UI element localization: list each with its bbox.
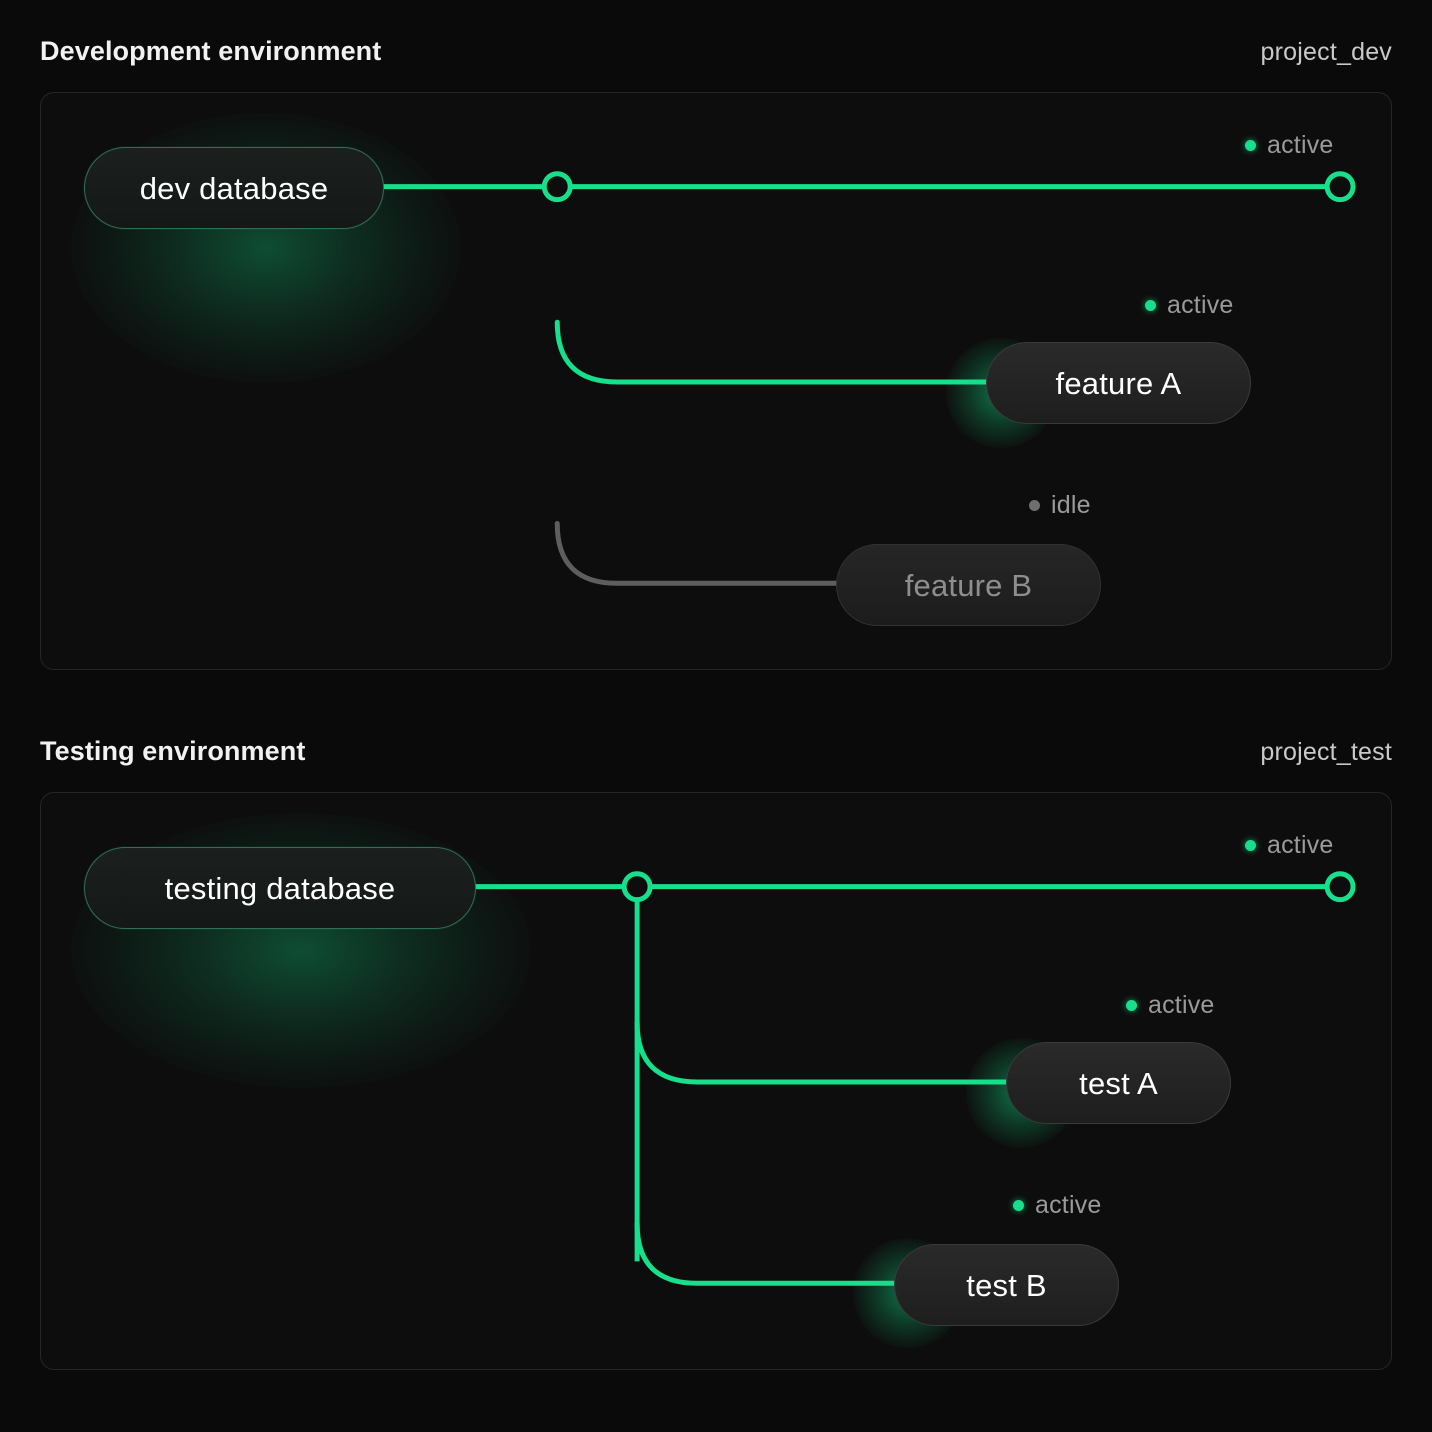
section-title-development: Development environment [40,36,382,66]
node-label: test A [1079,1065,1158,1101]
section-testing: Testing environment project_test [40,736,1392,1370]
edge-trunk-to-test-b [634,1221,898,1286]
node-test-a[interactable]: test A [1006,1042,1231,1124]
section-development: Development environment project_dev [40,36,1392,670]
status-label: active [1148,991,1215,1019]
junction-node-dev[interactable] [541,171,573,203]
node-dev-database[interactable]: dev database [84,147,384,229]
status-testing-main: active [1245,833,1334,858]
node-label: testing database [164,870,396,906]
endpoint-node-testing[interactable] [1324,871,1356,903]
node-label: dev database [139,170,329,206]
panel-testing: active active active testing database te… [40,792,1392,1370]
status-dot-icon [1013,1200,1024,1211]
status-dot-icon [1245,840,1256,851]
status-label: active [1267,131,1334,159]
edge-trunk-to-test-a [634,1019,1010,1085]
status-feature-b: idle [1029,493,1091,518]
panel-development: active active idle dev database feature … [40,92,1392,670]
section-header-testing: Testing environment project_test [40,736,1392,792]
status-dev-main: active [1245,133,1334,158]
status-feature-a: active [1145,293,1234,318]
section-project-testing: project_test [1260,738,1392,766]
status-dot-icon [1245,140,1256,151]
node-feature-a[interactable]: feature A [986,342,1251,424]
status-label: active [1167,291,1234,319]
node-label: test B [966,1267,1047,1303]
node-label: feature B [904,567,1033,603]
endpoint-node-dev[interactable] [1324,171,1356,203]
node-test-b[interactable]: test B [894,1244,1119,1326]
node-feature-b[interactable]: feature B [836,544,1101,626]
node-testing-database[interactable]: testing database [84,847,476,929]
status-dot-icon [1126,1000,1137,1011]
section-header-development: Development environment project_dev [40,36,1392,92]
status-label: active [1267,831,1334,859]
status-label: active [1035,1191,1102,1219]
node-label: feature A [1055,365,1182,401]
junction-node-testing[interactable] [621,871,653,903]
edge-trunk-to-feature-a [554,319,990,385]
status-dot-icon [1029,500,1040,511]
status-dot-icon [1145,300,1156,311]
edge-trunk-to-feature-b [554,521,840,586]
status-test-b: active [1013,1193,1102,1218]
status-test-a: active [1126,993,1215,1018]
connector-canvas-testing [474,871,1356,1286]
section-title-testing: Testing environment [40,736,306,766]
connector-canvas-dev [383,171,1356,586]
section-project-development: project_dev [1260,38,1392,66]
status-label: idle [1051,491,1091,519]
